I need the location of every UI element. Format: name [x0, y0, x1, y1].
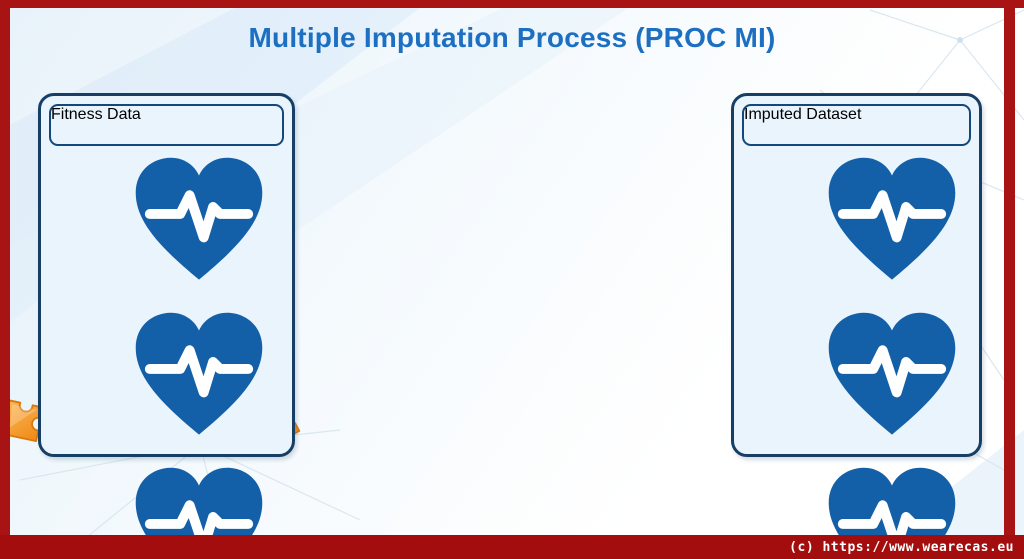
- tile-heart: [742, 146, 971, 301]
- copyright-text: (c) https://www.wearecas.eu: [789, 539, 1014, 555]
- heart-pulse-icon: [49, 146, 349, 296]
- imputed-dataset-header: Imputed Dataset: [742, 104, 971, 146]
- frame-right: [1004, 8, 1015, 535]
- tile-heart: [49, 301, 284, 456]
- page-title: Multiple Imputation Process (PROC MI): [248, 22, 776, 53]
- heart-pulse-icon: [742, 146, 1024, 296]
- fitness-data-header: Fitness Data: [49, 104, 284, 146]
- imputed-dataset-panel: Imputed Dataset: [731, 93, 982, 457]
- fitness-data-grid: [49, 146, 284, 559]
- heart-pulse-icon: [742, 301, 1024, 451]
- footer-bar: (c) https://www.wearecas.eu: [0, 535, 1024, 559]
- tile-heart: [49, 146, 284, 301]
- frame-top: [0, 0, 1024, 8]
- frame-left: [0, 8, 10, 535]
- fitness-data-panel: Fitness Data: [38, 93, 295, 457]
- tile-heart: [742, 301, 971, 456]
- imputed-dataset-grid: [742, 146, 971, 559]
- heart-pulse-icon: [49, 301, 349, 451]
